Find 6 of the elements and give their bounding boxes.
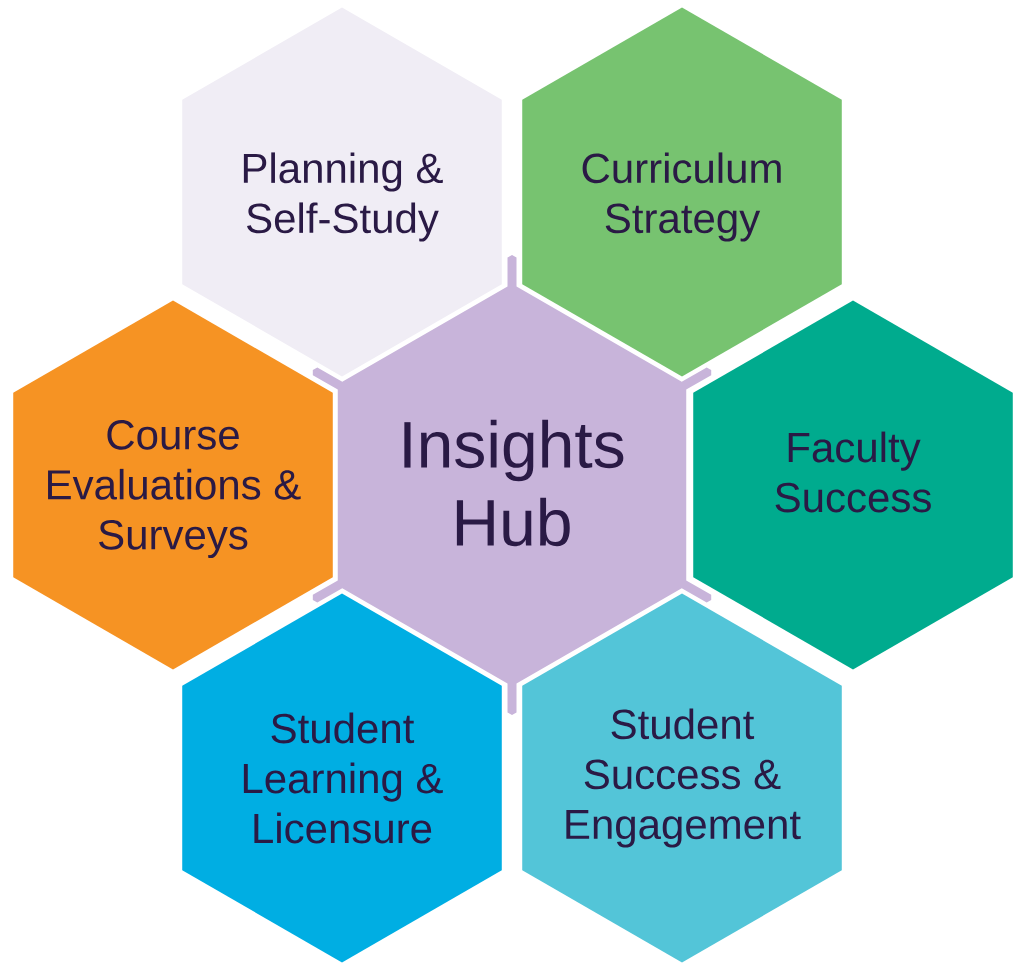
hexagon-tile: Curriculum Strategy	[522, 7, 842, 377]
hexagon-tile: Faculty Success	[693, 300, 1013, 670]
hexagon-tile: Planning & Self-Study	[182, 7, 502, 377]
hexagon-tile: Course Evaluations & Surveys	[13, 300, 333, 670]
hexagon-tile: Student Learning & Licensure	[182, 593, 502, 963]
hexagon-tile: Student Success & Engagement	[522, 593, 842, 963]
